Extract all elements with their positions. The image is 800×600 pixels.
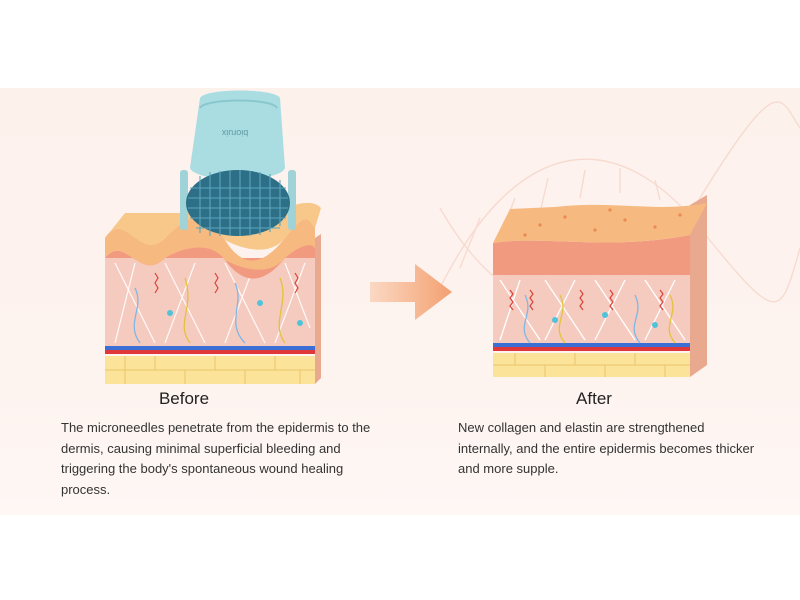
before-vein — [105, 346, 315, 350]
after-description: New collagen and elastin are strengthene… — [458, 420, 755, 476]
roller-head — [186, 170, 290, 236]
microneedle-roller: bioruix — [180, 90, 296, 236]
after-dermis — [493, 275, 690, 343]
transition-arrow-icon — [370, 264, 452, 320]
after-artery — [493, 347, 690, 351]
after-vein — [493, 343, 690, 347]
after-epidermis — [493, 235, 690, 275]
before-skin-illustration: bioruix — [105, 90, 321, 384]
before-description: The microneedles penetrate from the epid… — [61, 420, 371, 497]
before-artery — [105, 350, 315, 354]
after-skin-illustration — [493, 195, 707, 377]
roller-brand-text: bioruix — [221, 128, 248, 138]
after-title: After — [576, 389, 612, 408]
before-dermis — [105, 258, 315, 346]
before-title: Before — [158, 389, 210, 408]
before-epidermis — [105, 217, 315, 270]
